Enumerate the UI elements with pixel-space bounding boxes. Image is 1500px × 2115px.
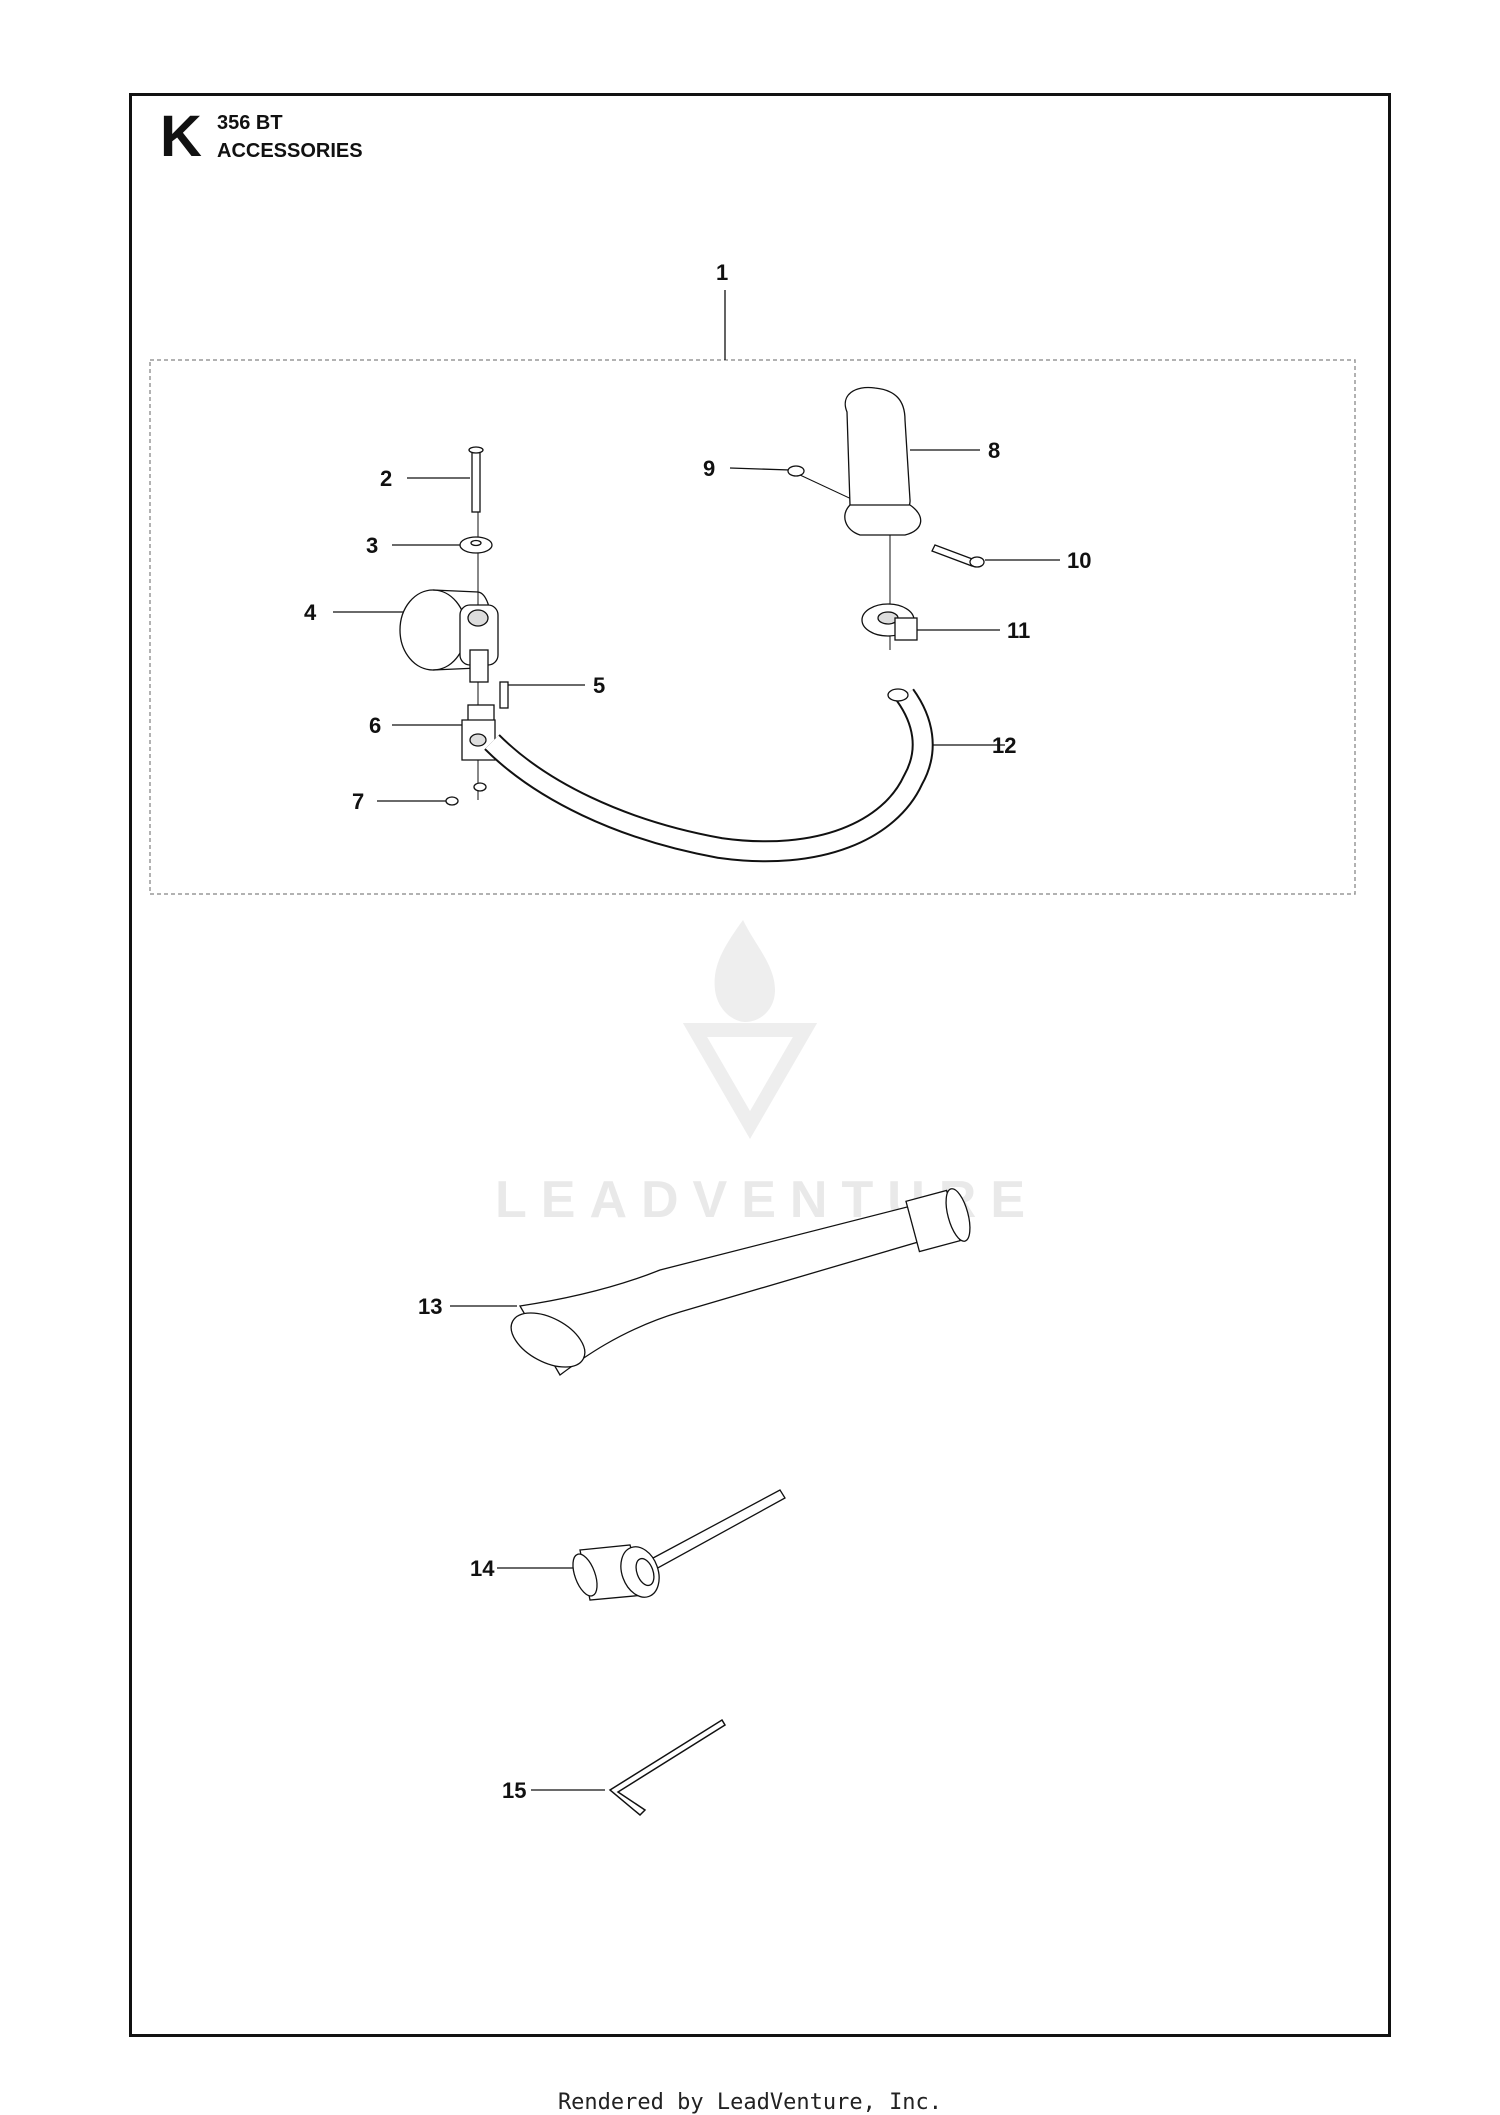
wrench-part-14 <box>572 1489 786 1601</box>
section-letter: K <box>160 104 202 169</box>
callout-7: 7 <box>352 789 365 814</box>
callout-9: 9 <box>703 456 716 481</box>
hex-key-part-15 <box>608 1718 727 1817</box>
nut-part-9 <box>787 465 805 477</box>
screw-part-10 <box>931 544 985 568</box>
callout-8: 8 <box>988 438 1001 463</box>
screw-part-5 <box>499 681 509 709</box>
callout-14: 14 <box>470 1556 495 1581</box>
callout-13: 13 <box>418 1294 443 1319</box>
leader-9 <box>729 467 791 471</box>
grip-part-8 <box>844 386 922 536</box>
watermark-logo-icon <box>682 920 818 1139</box>
washer-part-3 <box>459 536 493 554</box>
callout-3: 3 <box>366 533 379 558</box>
nozzle-part-13 <box>510 1188 971 1376</box>
callout-6: 6 <box>369 713 382 738</box>
clamp-part-4 <box>399 589 499 683</box>
callout-12: 12 <box>992 733 1017 758</box>
clamp-part-11 <box>861 603 918 641</box>
callout-15: 15 <box>502 1778 527 1803</box>
callout-2: 2 <box>380 466 393 491</box>
assembly-box <box>149 359 1356 895</box>
bolt-part-2 <box>468 446 484 513</box>
model-number: 356 BT <box>217 112 283 134</box>
nut-part-7 <box>445 796 459 806</box>
callout-11: 11 <box>1007 618 1031 643</box>
diagram-frame <box>129 93 1391 2037</box>
callout-5: 5 <box>593 673 606 698</box>
footer-credit: Rendered by LeadVenture, Inc. <box>557 2090 943 2115</box>
callout-4: 4 <box>304 600 317 625</box>
section-title: ACCESSORIES <box>217 140 363 162</box>
callout-10: 10 <box>1067 548 1092 573</box>
callout-1: 1 <box>716 260 729 285</box>
